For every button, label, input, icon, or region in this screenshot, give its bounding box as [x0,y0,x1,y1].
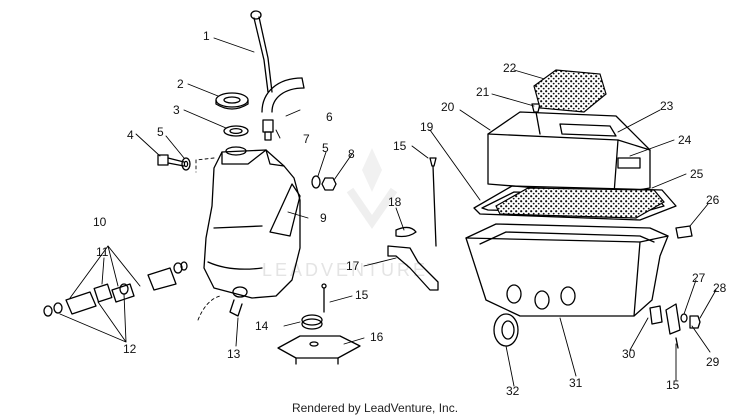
air-filter-foam-part [495,187,665,219]
air-filter-element-part [533,69,607,113]
inlet-boot-part [493,313,519,347]
filler-cap-part [215,92,249,110]
callout-10: 10 [93,215,107,229]
latch-tab-part [675,225,693,239]
callout-27: 27 [692,271,706,285]
footer-credit: Rendered by LeadVenture, Inc. [292,401,458,415]
callout-22: 22 [503,61,517,75]
callout-1: 1 [203,29,210,43]
callout-15-upper: 15 [393,139,407,153]
mounting-bracket-part [277,335,361,365]
callout-7: 7 [303,132,310,146]
hardware-30-part [649,305,663,325]
callout-6: 6 [326,110,333,124]
lid-screw-part [531,103,541,135]
callout-11: 11 [96,245,109,259]
oil-hose-assembly-part [43,261,188,317]
nut-part [321,177,337,191]
callout-19: 19 [420,120,434,134]
callout-9: 9 [320,211,327,225]
callout-5-left: 5 [157,125,164,139]
hardware-28-part [689,315,701,329]
hardware-27-part [680,313,688,323]
grommet-part-right [311,175,321,189]
callout-29: 29 [706,355,720,369]
callout-23: 23 [660,99,674,113]
oil-tank-part [203,146,301,299]
support-bracket-part [387,245,439,291]
grommet-part-bottom [301,314,323,330]
callout-15-lower: 15 [666,378,680,392]
screw-part-lower [675,337,679,349]
callout-2: 2 [177,77,184,91]
drain-fitting-part [229,286,248,317]
callout-18: 18 [388,195,402,209]
callout-8: 8 [348,147,355,161]
callout-21: 21 [476,85,490,99]
callout-16: 16 [370,330,384,344]
leader-lines [59,37,717,387]
callout-3: 3 [173,103,180,117]
callout-30: 30 [622,347,636,361]
airbox-gasket-part [473,185,677,221]
callout-15-center: 15 [355,288,369,302]
callout-14: 14 [255,319,269,333]
screw-part-upper [429,157,437,247]
watermark-logo-icon [346,148,398,230]
callout-17: 17 [346,259,360,273]
callout-31: 31 [569,376,583,390]
callout-13: 13 [227,347,241,361]
clip-part [395,226,417,238]
screw-part-center [321,283,327,313]
callout-20: 20 [441,100,455,114]
rear-bracket-part [665,303,681,335]
callout-32: 32 [506,384,520,398]
callout-24: 24 [678,133,692,147]
fitting-part [262,119,274,141]
watermark-text: LEADVENTURE [262,260,428,280]
dipstick-part [250,10,273,93]
airbox-lid-part [487,111,651,195]
callout-28: 28 [713,281,727,295]
cap-gasket-part [223,125,249,137]
grommet-part-left [181,157,191,171]
callout-12: 12 [123,342,137,356]
callout-26: 26 [706,193,720,207]
callout-4: 4 [127,128,134,142]
callout-labels: 1 2 3 4 5 5 6 7 8 9 10 11 12 13 14 15 15… [93,29,727,398]
bolt-part [157,154,185,167]
airbox-base-part [465,223,669,317]
callout-5-right: 5 [322,141,329,155]
breather-hose-part [261,77,305,113]
callout-25: 25 [690,167,704,181]
